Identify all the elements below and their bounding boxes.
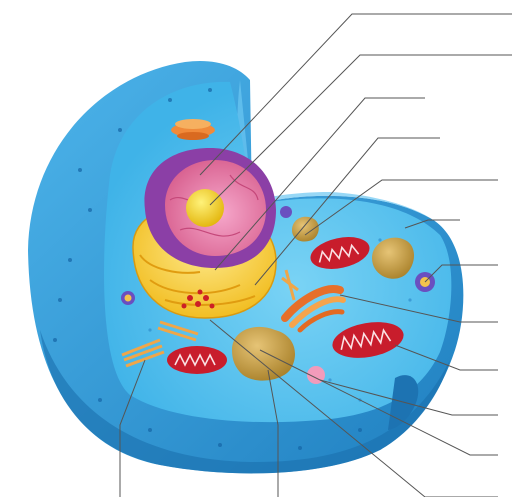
vacuole [232,327,295,381]
golgi-apparatus-top [171,119,215,140]
lysosome [280,206,292,218]
vacuole [292,217,319,242]
mitochondrion [167,346,227,374]
nucleolus [186,189,224,227]
